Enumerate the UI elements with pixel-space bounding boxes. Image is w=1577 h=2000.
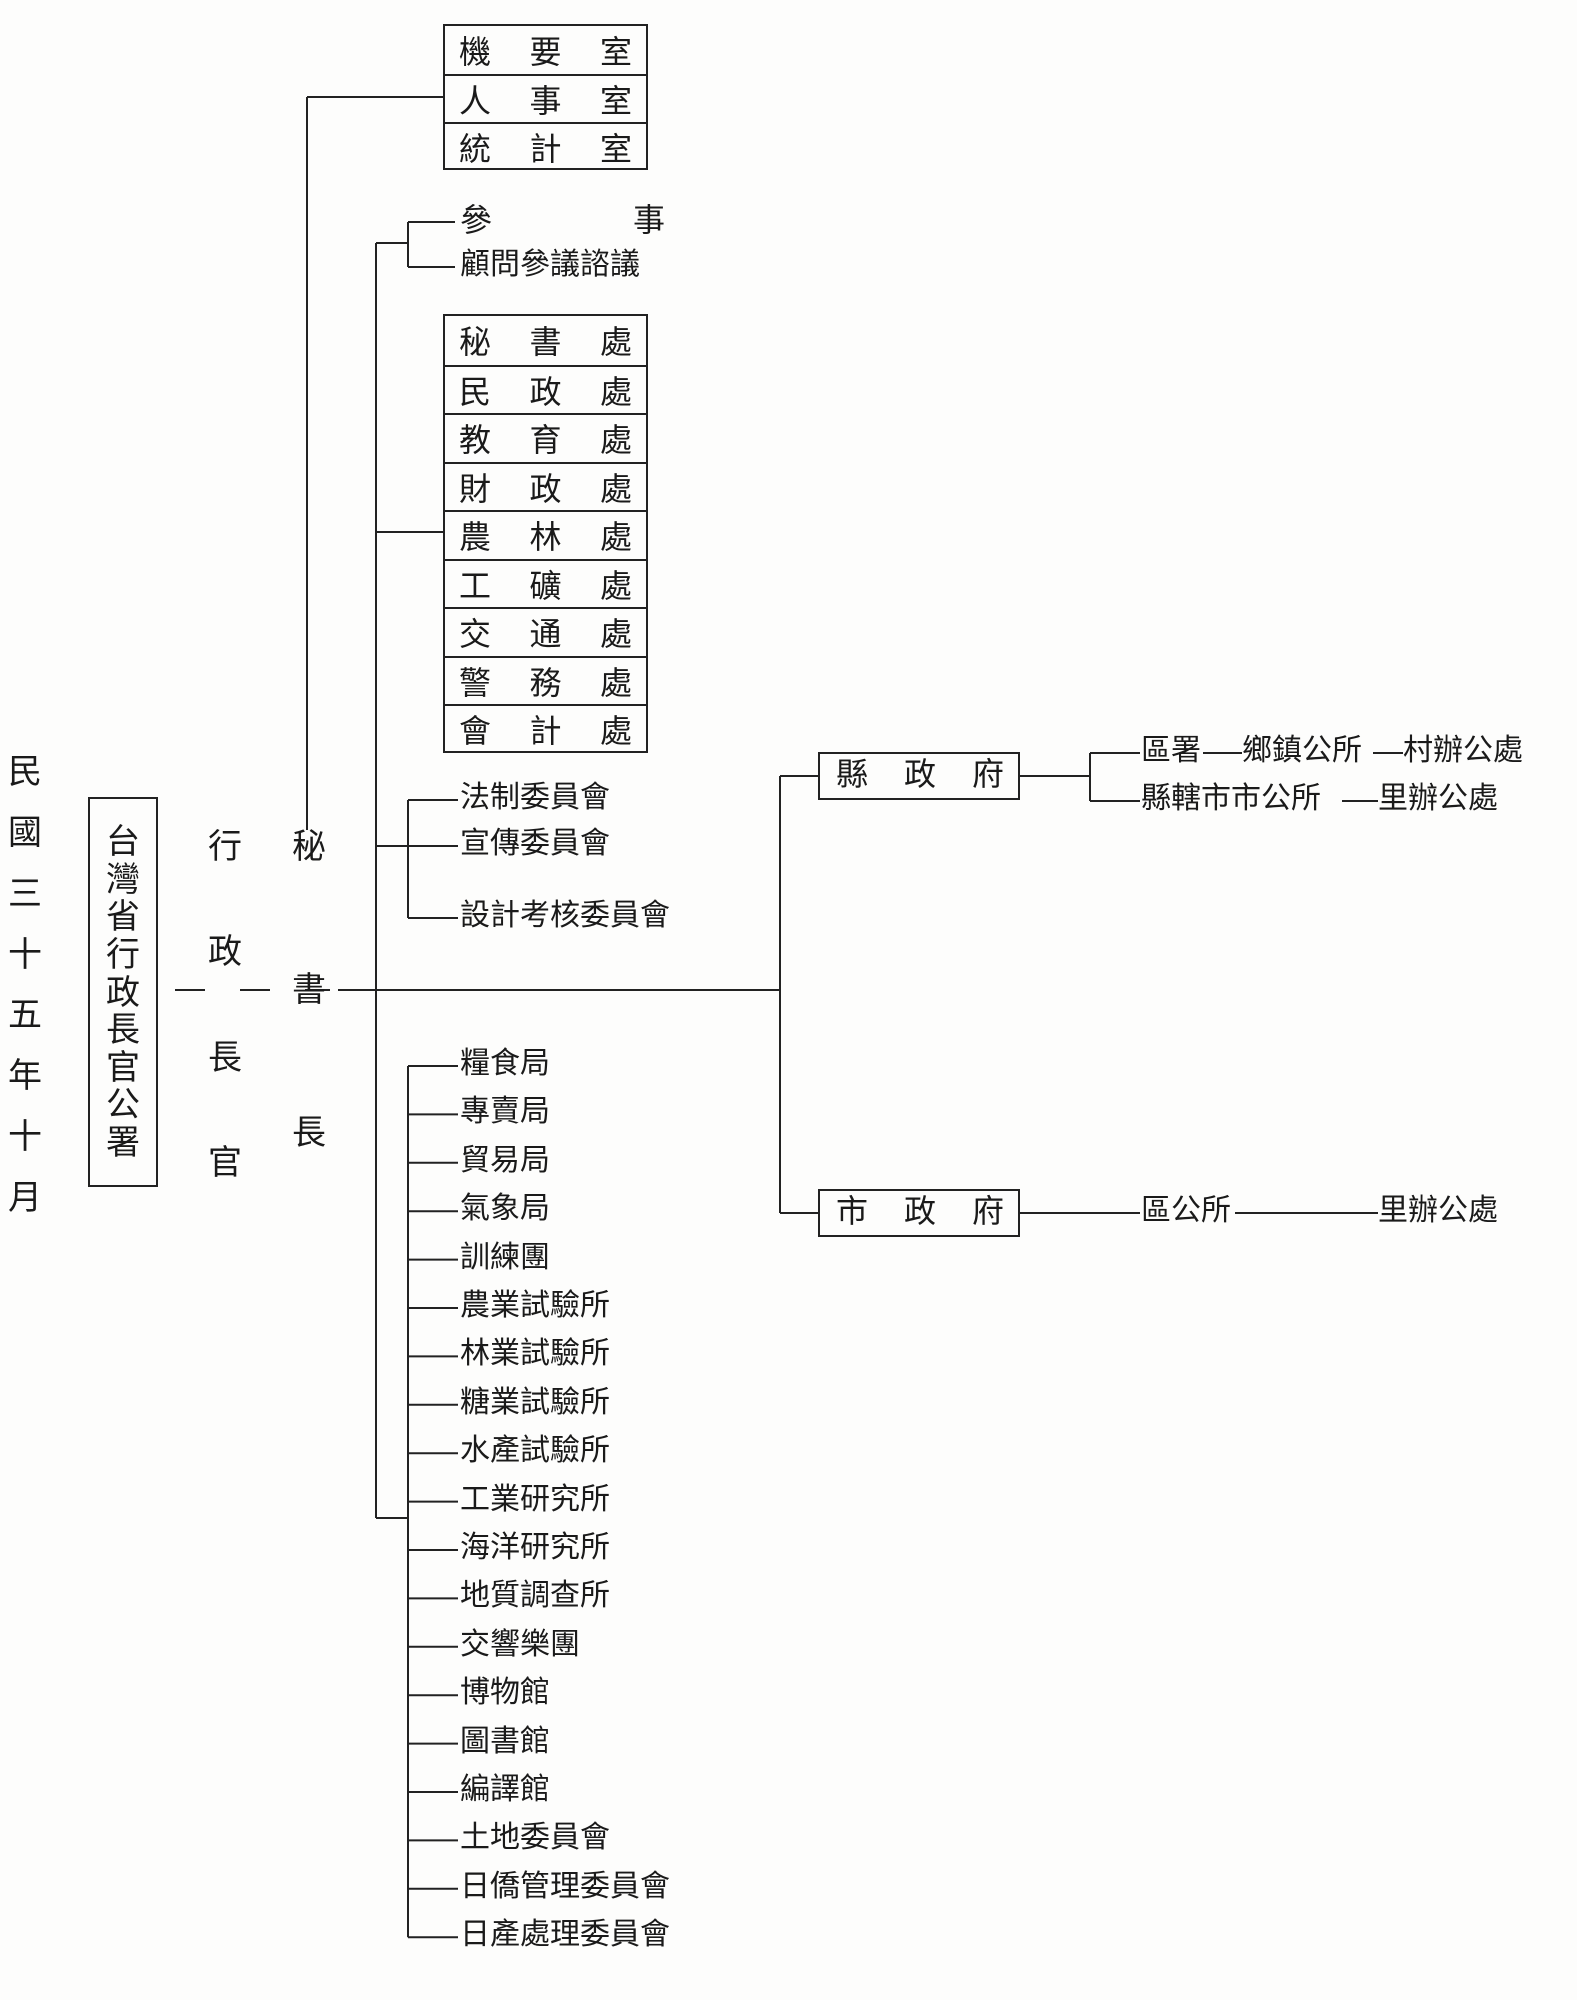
committee-item: 法制委員會: [460, 780, 610, 815]
departments-item: 交通處: [445, 607, 646, 656]
departments-item: 民政處: [445, 364, 646, 414]
agency-item: 日產處理委員會: [460, 1917, 670, 1953]
advisor-item: 顧問參議諮議: [460, 247, 640, 282]
agency-item: 工業研究所: [460, 1481, 610, 1517]
committee-item: 設計考核委員會: [460, 898, 670, 933]
offices-group-item: 機要室: [459, 33, 632, 71]
city-chain-a: 區公所: [1141, 1193, 1231, 1228]
departments-item: 教育處: [445, 413, 646, 462]
county-branch-2-b: 里辦公處: [1378, 781, 1498, 816]
advisor-item: 參事: [460, 201, 665, 239]
departments-item: 秘書處: [459, 323, 632, 362]
departments-item: 財政處: [445, 461, 646, 511]
agency-item: 糖業試驗所: [460, 1384, 610, 1420]
agency-item: 交響樂團: [460, 1626, 580, 1662]
agency-item: 土地委員會: [460, 1820, 610, 1856]
agency-item: 專賣局: [460, 1094, 550, 1130]
agency-item: 日僑管理委員會: [460, 1868, 670, 1904]
agency-item: 訓練團: [460, 1239, 550, 1275]
departments-item: 警務處: [445, 655, 646, 705]
agency-item: 糧食局: [460, 1046, 550, 1081]
agency-item: 氣象局: [460, 1191, 550, 1227]
county-gov-label: 縣政府: [836, 755, 1004, 793]
agency-item: 圖書館: [460, 1723, 550, 1759]
committee-item: 宣傳委員會: [460, 826, 610, 861]
agency-item: 貿易局: [460, 1142, 550, 1178]
county-branch-1-b: 鄉鎮公所: [1242, 733, 1362, 768]
agency-item: 水產試驗所: [460, 1433, 610, 1469]
county-branch-1-c: 村辦公處: [1403, 733, 1523, 768]
county-gov-box: [818, 752, 1020, 800]
agency-item: 農業試驗所: [460, 1288, 610, 1323]
agency-item: 編譯館: [460, 1772, 550, 1807]
offices-group-box: 機要室人事室統計室: [443, 24, 648, 170]
offices-group-item: 人事室: [445, 74, 646, 122]
city-gov-label: 市政府: [836, 1192, 1004, 1230]
departments-item: 工礦處: [445, 558, 646, 608]
head-office-box: [88, 797, 158, 1187]
date-caption: 民國三十五年十月: [8, 752, 42, 1218]
offices-group-item: 統計室: [445, 122, 646, 170]
agency-item: 地質調查所: [460, 1578, 610, 1614]
departments-item: 農林處: [445, 510, 646, 559]
secretary-general-label: 秘書長: [292, 827, 326, 1153]
head-office-label: 台灣省行政長官公署: [106, 822, 140, 1163]
departments-item: 會計處: [445, 704, 646, 753]
governor-label: 行政長官: [208, 827, 242, 1183]
agency-item: 林業試驗所: [460, 1336, 610, 1372]
county-branch-1-a: 區署: [1141, 733, 1201, 768]
agency-item: 海洋研究所: [460, 1530, 610, 1565]
county-branch-2-a: 縣轄市市公所: [1141, 781, 1321, 816]
city-gov-box: [818, 1189, 1020, 1237]
city-chain-b: 里辦公處: [1378, 1193, 1498, 1228]
agency-item: 博物館: [460, 1675, 550, 1711]
departments-box: 秘書處民政處教育處財政處農林處工礦處交通處警務處會計處: [443, 314, 648, 753]
